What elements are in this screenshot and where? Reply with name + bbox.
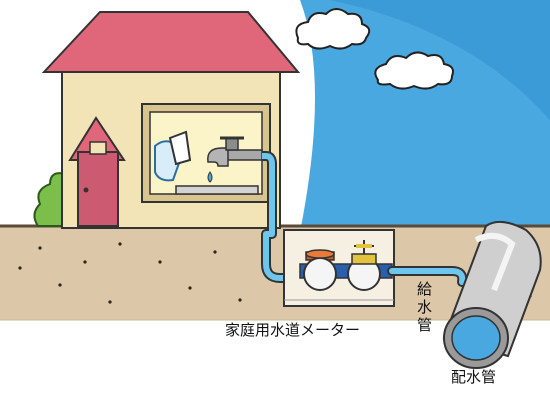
water-meter-icon <box>303 249 337 291</box>
house-roof <box>41 11 301 73</box>
water-drop <box>207 171 213 183</box>
bush-icon <box>33 172 67 227</box>
house <box>41 11 301 229</box>
cloud-icon <box>295 8 371 50</box>
sink-counter <box>175 185 259 195</box>
main-pipe-label: 配水管 <box>451 368 497 386</box>
door-knob-icon <box>83 187 89 193</box>
faucet-icon <box>207 136 263 167</box>
valve-icon <box>347 240 381 291</box>
door <box>77 151 119 227</box>
cloud-icon <box>374 51 454 90</box>
meter-label: 家庭用水道メーター <box>225 321 361 339</box>
cup-icon <box>154 130 192 182</box>
supply-pipe-label: 給水管 <box>417 280 433 334</box>
sky-highlight <box>330 0 550 120</box>
main-pipe <box>442 220 542 369</box>
